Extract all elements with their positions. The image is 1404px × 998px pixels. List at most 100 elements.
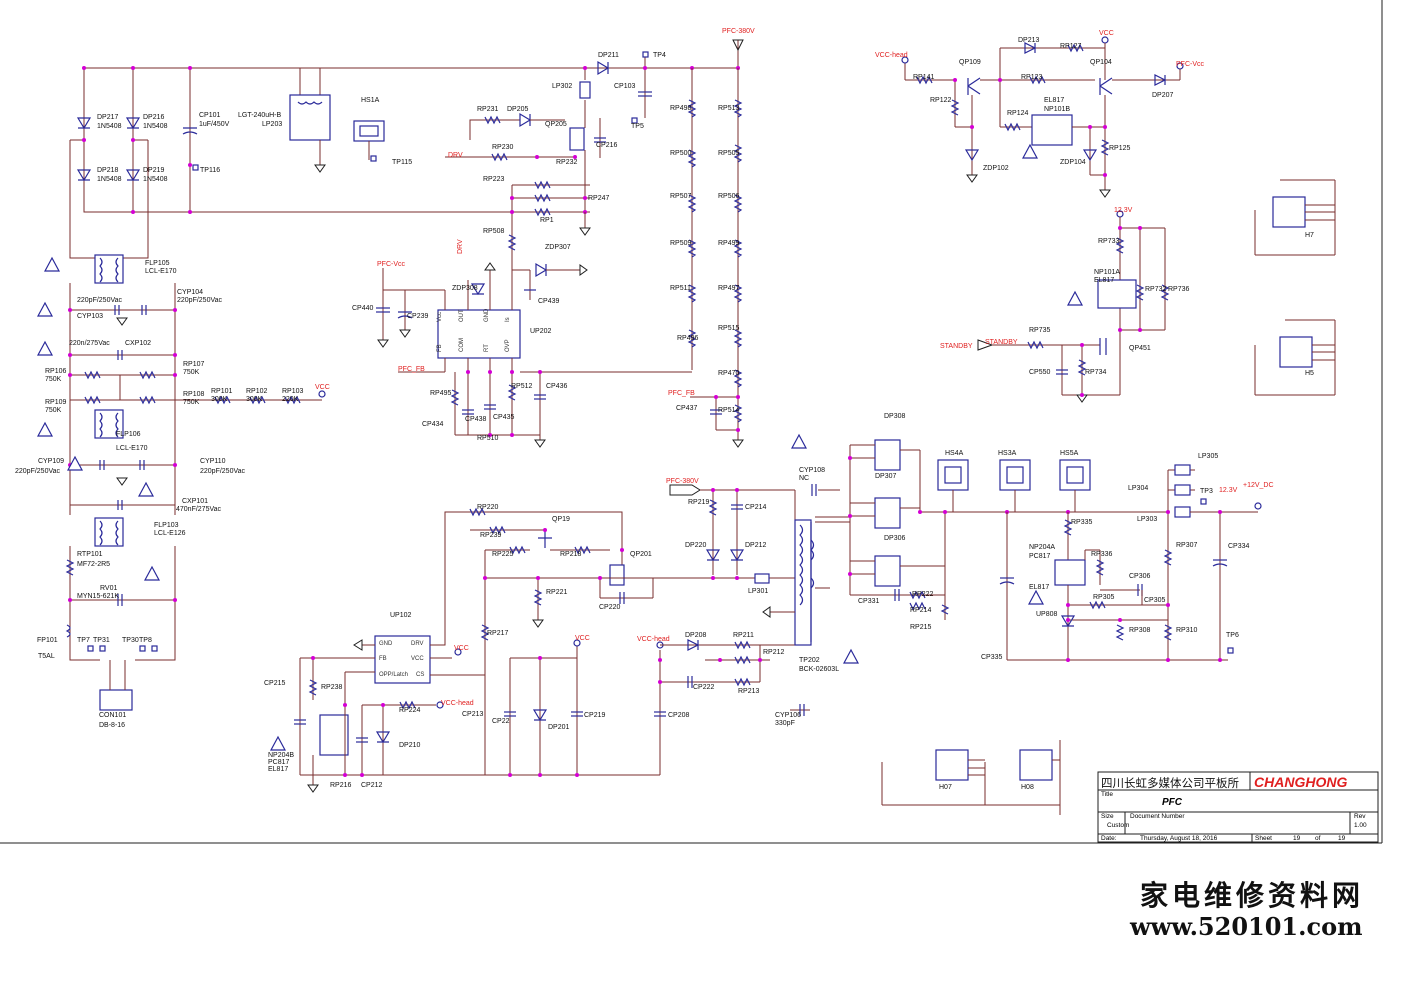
component-label: EL817 — [1094, 277, 1114, 284]
component-label: CP101 — [199, 112, 221, 119]
component-label: DP201 — [548, 724, 570, 731]
component-label: 300K — [246, 396, 263, 403]
net-label-v12dc: +12V_DC — [1243, 482, 1274, 489]
component-label: 1N5408 — [97, 123, 122, 130]
component-label: CP22 — [492, 718, 510, 725]
component-label: DP217 — [97, 114, 119, 121]
up102-pin-label: VCC — [411, 656, 424, 662]
component-label: LP303 — [1137, 516, 1157, 523]
component-label: DP218 — [97, 167, 119, 174]
component-label: UP102 — [390, 612, 412, 619]
component-label: RP505 — [718, 150, 740, 157]
component-label: RP509 — [670, 240, 692, 247]
component-label: TP116 — [200, 167, 220, 174]
component-label: CP239 — [407, 313, 429, 320]
component-label: CP436 — [546, 383, 568, 390]
heatsink-h5 — [1254, 319, 1336, 396]
component-label: QP205 — [545, 121, 567, 128]
up102-pin-label: OPP/Latch — [379, 672, 408, 678]
component-label: RP733 — [1098, 238, 1120, 245]
heatsink-hs1a — [353, 120, 385, 162]
sheet-total: 19 — [1338, 835, 1346, 842]
component-label: RP511 — [670, 285, 691, 292]
component-label: RP500 — [670, 150, 692, 157]
up202-pin-label: COM — [459, 338, 465, 352]
net-label-v12-3v-b: 12.3V — [1219, 487, 1238, 494]
component-label: DP210 — [399, 742, 421, 749]
title-label: Title — [1101, 791, 1114, 798]
vcc-supply — [484, 639, 666, 777]
component-label: 750K — [183, 369, 200, 376]
component-label: RP335 — [1071, 519, 1093, 526]
heatsink-h07 — [881, 749, 985, 806]
component-label: RP508 — [483, 228, 505, 235]
component-label: LGT-240uH-B — [238, 112, 282, 119]
pfc-output-bus — [320, 39, 744, 124]
component-label: ZDP308 — [452, 285, 478, 292]
component-label: TP4 — [653, 52, 666, 59]
component-label: RP507 — [670, 193, 692, 200]
component-label: RP215 — [910, 624, 932, 631]
component-label: 1N5408 — [143, 176, 168, 183]
component-label: 1N5408 — [143, 123, 168, 130]
component-label: DP308 — [884, 413, 906, 420]
component-label: LP305 — [1198, 453, 1218, 460]
component-label: CXP101 — [182, 498, 208, 505]
up202-pin-label: OVP — [505, 339, 511, 352]
component-label: CP438 — [465, 416, 487, 423]
component-label: 470nF/275Vac — [176, 506, 222, 513]
component-label: RP499 — [718, 240, 740, 247]
component-label: TP31 — [93, 637, 110, 644]
component-label: 1uF/450V — [199, 121, 230, 128]
component-label: H08 — [1021, 784, 1034, 791]
component-label: RP231 — [477, 106, 499, 113]
net-label-pfc380-top: PFC-380V — [722, 28, 755, 35]
component-label: QP451 — [1129, 345, 1151, 352]
component-label: RP223 — [483, 176, 505, 183]
component-label: RP219 — [688, 499, 710, 506]
component-label: CP334 — [1228, 543, 1250, 550]
component-label: RP497 — [718, 285, 740, 292]
component-label: RP736 — [1168, 286, 1190, 293]
component-label: CP335 — [981, 654, 1003, 661]
component-label: RP109 — [45, 399, 67, 406]
component-label: 220K — [282, 396, 299, 403]
component-label: 220pF/250Vac — [77, 297, 123, 304]
component-label: CYP108 — [799, 467, 825, 474]
component-label: RP224 — [399, 707, 421, 714]
secondary-rectifiers — [848, 439, 1168, 620]
component-label: DP211 — [598, 52, 619, 59]
component-label: CP103 — [614, 83, 636, 90]
component-label: 220pF/250Vac — [15, 468, 61, 475]
component-label: 300K — [211, 396, 228, 403]
component-label: NP101B — [1044, 106, 1070, 113]
component-label: RP230 — [492, 144, 514, 151]
component-label: DP213 — [1018, 37, 1040, 44]
component-label: MYN15-621K — [77, 593, 119, 600]
page-title: PFC — [1162, 797, 1182, 808]
component-label: UP202 — [530, 328, 552, 335]
size-label: Size — [1101, 813, 1114, 820]
component-label: PC817 — [1029, 553, 1051, 560]
component-label: DP307 — [875, 473, 897, 480]
component-label: 1N5408 — [97, 176, 122, 183]
sheet-of-label: of — [1315, 835, 1321, 842]
net-label-drv2: DRV — [457, 239, 464, 254]
component-label: CP435 — [493, 414, 515, 421]
net-label-vcc4: VCC — [1099, 30, 1114, 37]
component-label: RP123 — [1021, 74, 1043, 81]
component-label: TP8 — [139, 637, 152, 644]
component-label: RP212 — [763, 649, 785, 656]
component-labels: DP2171N5408DP2161N5408DP2181N5408DP2191N… — [15, 28, 1314, 791]
component-label: CP439 — [538, 298, 560, 305]
component-label: RP307 — [1176, 542, 1198, 549]
component-label: DB-8-16 — [99, 722, 125, 729]
component-label: NP101A — [1094, 269, 1120, 276]
component-label: QP104 — [1090, 59, 1112, 66]
component-label: RP305 — [1093, 594, 1115, 601]
component-label: RP106 — [45, 368, 67, 375]
up202-pin-label: RT — [484, 344, 490, 352]
component-label: EL817 — [1029, 584, 1049, 591]
component-label: CP220 — [599, 604, 621, 611]
size-value: Custom — [1107, 822, 1130, 829]
